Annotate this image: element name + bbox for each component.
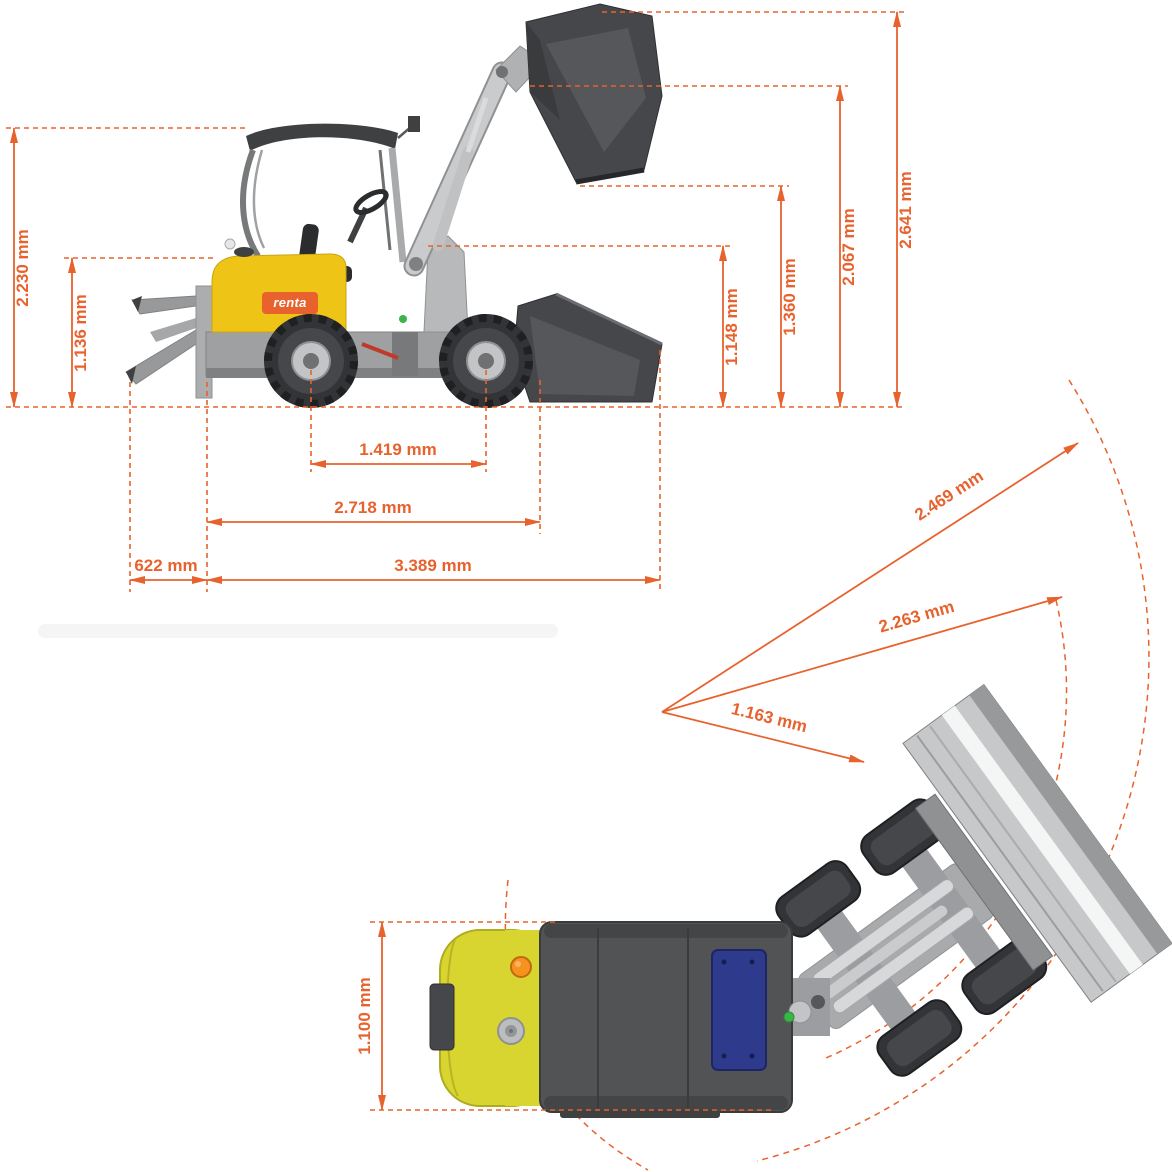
- top-view-bucket: [902, 683, 1172, 1003]
- bucket-ground: [513, 292, 663, 403]
- radius-label-inner: 1.163 mm: [729, 699, 809, 736]
- front-post: [388, 147, 407, 263]
- dim-label-max-height: 2.641 mm: [896, 171, 915, 249]
- radius-arrow-inner: [661, 711, 865, 763]
- side-view-dimensions: 2.230 mm 1.136 mm 1.148 mm 1.360 mm 2.06…: [6, 11, 915, 592]
- cab-roof: [246, 123, 398, 151]
- green-fitting: [399, 315, 407, 323]
- radius-arrow-outer: [661, 442, 1079, 713]
- hydraulic-hose: [361, 342, 399, 360]
- boom-tip-pin: [496, 66, 508, 78]
- mirror: [408, 116, 420, 132]
- dim-label-rear-overhang: 622 mm: [134, 556, 197, 575]
- steering-wheel: [353, 189, 389, 215]
- top-view-machine: [429, 683, 1172, 1118]
- radius-label-outer: 2.469 mm: [911, 466, 986, 524]
- filler-cap: [234, 247, 254, 257]
- dim-label-body-length: 2.718 mm: [334, 498, 412, 517]
- radius-arrow-bucket: [661, 596, 1063, 713]
- outer-turning-arc: [756, 379, 1150, 1162]
- dim-label-cab-height: 2.230 mm: [13, 229, 32, 307]
- lift-cylinder: [432, 146, 474, 252]
- boom-pivot: [409, 257, 423, 271]
- dim-label-pin-transport: 1.148 mm: [722, 288, 741, 366]
- front-wheel: [439, 314, 533, 408]
- rear-counterweight: [429, 983, 455, 1051]
- lower-guard: [560, 1110, 720, 1118]
- dim-label-dump-height: 1.360 mm: [780, 258, 799, 336]
- brand-logo-text: renta: [273, 295, 306, 310]
- top-view-wheels: [775, 798, 1048, 1077]
- axle-2: [882, 821, 1018, 993]
- dim-label-wheelbase: 1.419 mm: [359, 440, 437, 459]
- dim-label-pin-mid: 2.067 mm: [839, 208, 858, 286]
- rear-wheel: [264, 314, 358, 408]
- faint-shadow-artifact: [38, 624, 558, 638]
- top-view-rear-body: [429, 921, 825, 1118]
- attachment-plate: [914, 793, 1054, 971]
- brand-logo-plate: [262, 292, 318, 314]
- loader-boom: [403, 45, 545, 333]
- green-indicator: [783, 1011, 795, 1023]
- dim-label-machine-width: 1.100 mm: [355, 977, 374, 1055]
- rear-post: [239, 148, 261, 258]
- cylinder-rod: [465, 97, 489, 153]
- articulation-joint: [392, 332, 418, 376]
- engine-hood: renta: [211, 238, 347, 333]
- dim-label-hood-height: 1.136 mm: [71, 294, 90, 372]
- bucket-raised: [525, 3, 663, 185]
- top-view-front-section: [775, 683, 1172, 1077]
- side-view-machine: renta: [125, 3, 663, 408]
- dim-label-total-length: 3.389 mm: [394, 556, 472, 575]
- engine-module: [711, 949, 767, 1071]
- beacon-light: [510, 956, 532, 978]
- beacon-base: [224, 238, 236, 250]
